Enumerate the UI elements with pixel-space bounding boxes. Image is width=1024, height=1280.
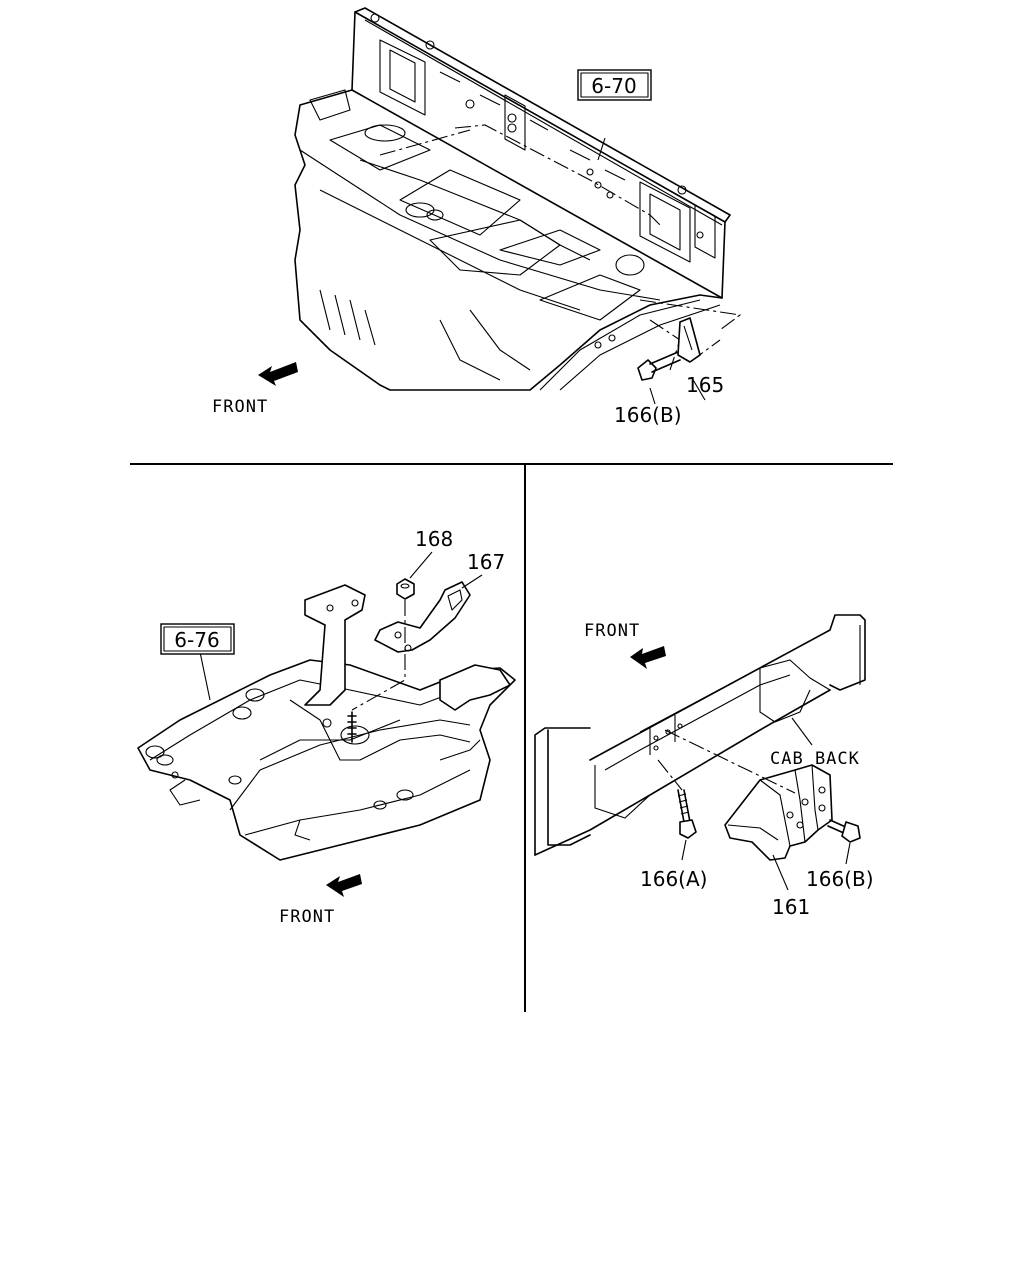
leader-161 <box>772 854 789 891</box>
ref-6-70-label: 6-70 <box>591 74 636 98</box>
ref-6-76-label: 6-76 <box>174 628 219 652</box>
cab-back-label: CAB BACK <box>770 749 860 769</box>
callout-168: 168 <box>415 527 453 551</box>
leader-166b-top <box>649 387 656 405</box>
part-166b-bolt-right <box>827 819 861 843</box>
callout-167: 167 <box>467 550 505 574</box>
bottom-left-panel: 6-76 168 167 FRONT <box>137 527 516 927</box>
front-label-bottom-right: FRONT <box>584 621 640 641</box>
leader-167 <box>461 574 483 589</box>
front-arrow-icon-bottom-right <box>630 646 666 669</box>
bottom-right-panel: FRONT CAB BACK 166(A) 166(B) 161 <box>534 614 874 919</box>
ref-box-6-76 <box>160 623 235 655</box>
part-167-strap <box>374 581 471 653</box>
frame-stud-bolt <box>347 711 357 743</box>
ref-box-6-70 <box>577 69 652 101</box>
cab-back-panel-6-70 <box>351 7 731 299</box>
part-166a-bolt <box>677 789 697 839</box>
leader-6-76 <box>199 651 211 701</box>
part-165-bracket <box>677 317 721 363</box>
leader-165 <box>691 377 706 401</box>
callout-166b-top: 166(B) <box>614 403 682 427</box>
front-arrow-icon-top <box>258 362 298 386</box>
part-161-bracket <box>724 764 833 861</box>
floor-panel <box>294 89 742 391</box>
front-label-bottom-left: FRONT <box>279 907 335 927</box>
cab-body-outline <box>534 614 866 856</box>
callout-166a: 166(A) <box>640 867 707 891</box>
part-166b-bolt-top <box>637 351 681 381</box>
callout-161: 161 <box>772 895 810 919</box>
callout-166b-right: 166(B) <box>806 867 874 891</box>
part-168-nut <box>396 578 415 600</box>
frame-6-76 <box>137 584 516 861</box>
leader-166a <box>681 839 687 861</box>
callout-165: 165 <box>686 373 724 397</box>
front-arrow-icon-bottom-left <box>326 874 362 897</box>
leader-6-70 <box>597 137 606 161</box>
leader-168 <box>409 551 433 579</box>
leader-166b-right <box>845 842 851 865</box>
top-panel: 6-70 FRONT 165 166(B) <box>212 7 742 427</box>
front-label-top: FRONT <box>212 397 268 417</box>
leader-cab-back <box>791 717 813 746</box>
